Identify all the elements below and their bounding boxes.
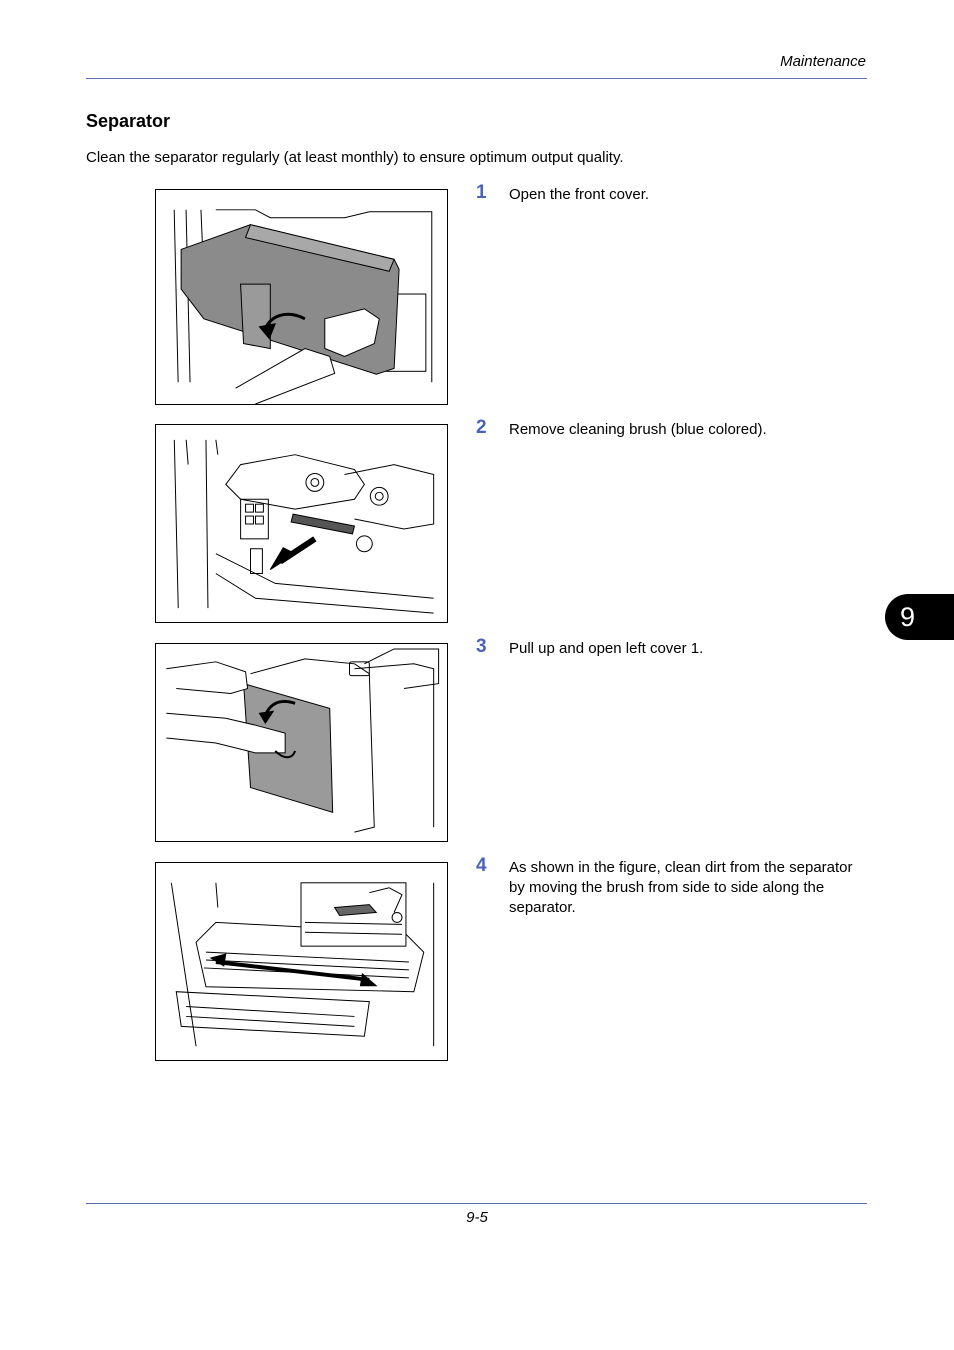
section-title: Separator: [86, 111, 171, 131]
header-section-title: Maintenance: [780, 53, 866, 70]
step-2-text: Remove cleaning brush (blue colored).: [509, 421, 767, 438]
figure-remove-cleaning-brush: [155, 424, 448, 623]
footer-rule: [86, 1203, 867, 1204]
header-rule: [86, 78, 867, 79]
step-2-number: 2: [476, 417, 487, 438]
intro-text: Clean the separator regularly (at least …: [86, 149, 624, 166]
step-1-text: Open the front cover.: [509, 186, 650, 203]
step-3-text: Pull up and open left cover 1.: [509, 640, 704, 657]
step-3-number: 3: [476, 636, 487, 657]
figure-open-front-cover: [155, 189, 448, 405]
figure-open-left-cover: [155, 643, 448, 842]
page-number: 9-5: [466, 1209, 488, 1226]
step-4-text: As shown in the figure, clean dirt from …: [509, 859, 853, 916]
step-4-number: 4: [476, 855, 487, 876]
step-1-number: 1: [476, 182, 487, 203]
figure-clean-separator: [155, 862, 448, 1061]
chapter-tab: 9: [885, 594, 954, 640]
